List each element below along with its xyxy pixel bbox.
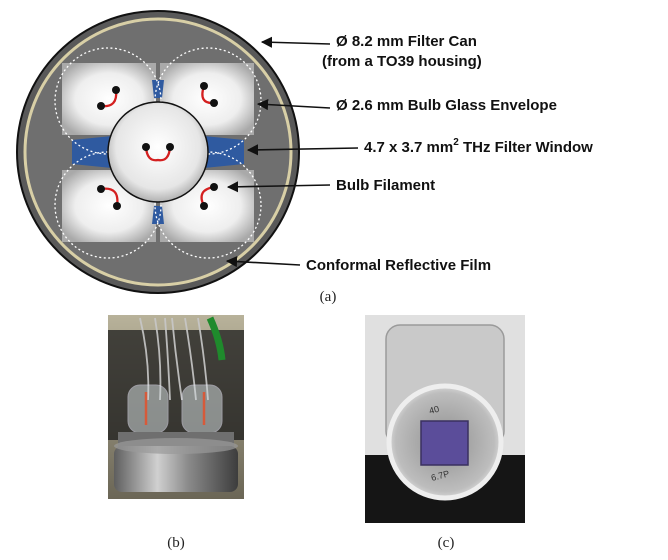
filament-lead — [166, 143, 174, 151]
callout-arrows — [225, 36, 359, 268]
photo-b-base-rim — [114, 438, 238, 454]
photo-c-mark-top: 40 — [428, 404, 440, 416]
filament-lead — [210, 183, 218, 191]
schematic-diagram: Ø 8.2 mm Filter Can (from a TO39 housing… — [16, 10, 593, 305]
label-reflective-film: Conformal Reflective Film — [306, 257, 491, 274]
center-bulb — [107, 101, 209, 203]
label-filter-window-sup: 2 — [453, 137, 459, 148]
bulb-envelope-circle — [54, 47, 162, 155]
arrow-bulb-filament — [226, 181, 331, 193]
photo-c-filter-can: 40 6.7P — [365, 315, 525, 523]
arrow-filter-window — [246, 144, 359, 156]
filament-lead — [210, 99, 218, 107]
photo-b-glass-bulb-left — [127, 384, 169, 434]
filament-lead — [142, 143, 150, 151]
arrow-reflective-film — [225, 255, 301, 268]
bulb-filaments — [97, 82, 218, 210]
label-filter-window-tail: THz Filter Window — [459, 139, 593, 156]
caption-a: (a) — [320, 289, 337, 305]
photo-b-green-wire — [206, 316, 226, 361]
label-bulb-filament: Bulb Filament — [336, 177, 435, 194]
caption-b: (b) — [167, 535, 185, 551]
label-filter-window-main: 4.7 x 3.7 mm — [364, 139, 453, 156]
label-filter-can: Ø 8.2 mm Filter Can — [336, 33, 477, 50]
filament-lead — [97, 102, 105, 110]
photo-c-thz-filter-window — [420, 420, 469, 466]
photo-b-bulb-assembly — [108, 315, 244, 499]
filament-lead — [112, 86, 120, 94]
photo-b-metal-base — [114, 446, 238, 492]
arrow-filter-can — [260, 36, 331, 48]
label-bulb-envelope: Ø 2.6 mm Bulb Glass Envelope — [336, 97, 557, 114]
filament-lead — [200, 202, 208, 210]
photo-b-glass-bulb-right — [181, 384, 223, 434]
thz-filter-window-right — [204, 136, 244, 168]
label-filter-can-sub: (from a TO39 housing) — [322, 53, 482, 70]
filament-lead — [200, 82, 208, 90]
photo-c-mark-bottom: 6.7P — [430, 468, 450, 482]
bulb-filament — [144, 145, 172, 162]
arrow-bulb-envelope — [256, 98, 331, 111]
filament-lead — [97, 185, 105, 193]
label-filter-window: 4.7 x 3.7 mm2 THz Filter Window — [364, 137, 593, 156]
caption-c: (c) — [438, 535, 455, 551]
filament-lead — [113, 202, 121, 210]
